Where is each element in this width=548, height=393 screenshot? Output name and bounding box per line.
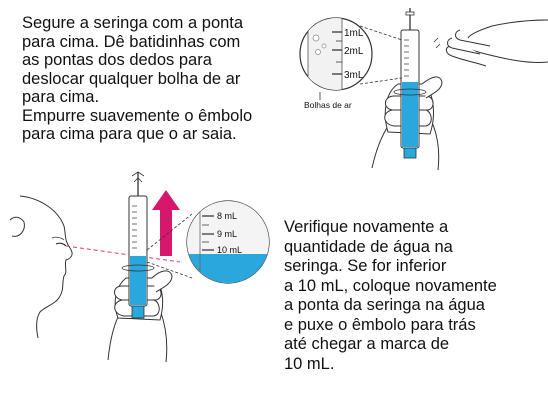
step1-line: as pontas dos dedos para [22, 51, 212, 69]
face-icon [9, 195, 73, 339]
step2-line: a ponta da seringa na água [284, 296, 485, 314]
zoom-bottom-mark: 9 mL [217, 229, 237, 239]
step2-line: e puxe o êmbolo para trás [284, 315, 476, 334]
step1-line: Empurre suavemente o êmbolo [22, 106, 253, 125]
step1-line: para cima. [22, 88, 100, 106]
magnifier-circle-icon: 8 mL 9 mL 10 mL [186, 200, 270, 284]
step2-line: 10 mL. [284, 354, 335, 373]
step2-line: a 10 mL, coloque novamente [284, 276, 497, 295]
sight-line [65, 245, 181, 263]
air-bubbles-caption: Bolhas de ar [304, 100, 352, 110]
up-arrow-icon [152, 190, 180, 256]
tapping-hand-icon [433, 19, 548, 67]
step1-line: Segure a seringa com a ponta [22, 14, 244, 32]
step1-line: deslocar qualquer bolha de ar [22, 69, 241, 88]
magnifier-circle-icon: 1mL 2mL 3mL [299, 17, 373, 100]
zoom-top-mark: 2mL [344, 46, 364, 57]
step2-line: Verifique novamente a [284, 218, 449, 236]
zoom-bottom-mark: 8 mL [217, 211, 237, 221]
step1-line: para cima. Dê batidinhas com [22, 32, 241, 51]
step2-line: até chegar a marca de [284, 335, 450, 353]
zoom-top-mark: 1mL [344, 28, 364, 39]
zoom-top-mark: 3mL [344, 70, 364, 81]
syringe-icon [121, 171, 155, 319]
hand-icon [107, 270, 173, 363]
step2-line: quantidade de água na [284, 237, 453, 256]
step1-line: para cima para que o ar saia. [22, 125, 237, 143]
instruction-step-2: Verifique novamente a quantidade de água… [284, 218, 548, 374]
zoom-bottom-mark: 10 mL [217, 245, 242, 255]
step2-line: seringa. Se for inferior [284, 257, 447, 275]
instruction-step-1: Segure a seringa com a ponta para cima. … [22, 14, 302, 144]
syringe-icon [393, 8, 427, 159]
